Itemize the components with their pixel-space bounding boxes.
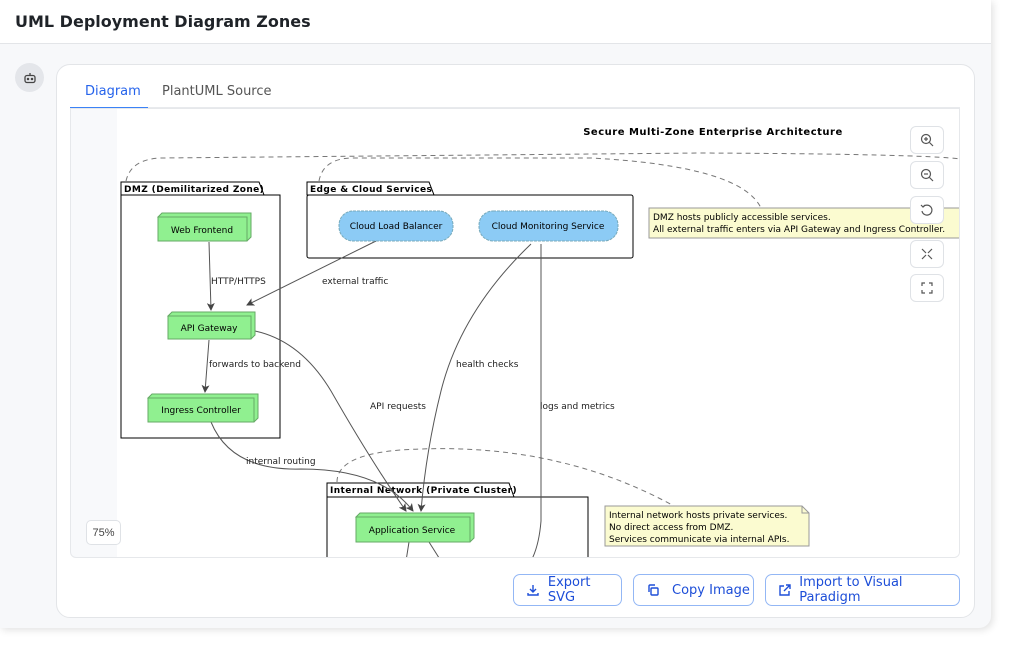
edge-label: logs and metrics (540, 402, 615, 412)
cloud-load-balancer[interactable]: Cloud Load Balancer (338, 210, 454, 242)
edge-label: HTTP/HTTPS (211, 277, 266, 287)
note-line: No direct access from DMZ. (609, 523, 733, 533)
note-dmz[interactable]: DMZ hosts publicly accessible services. … (648, 207, 960, 239)
fit-to-screen-button[interactable] (910, 240, 944, 268)
node-application-service[interactable]: Application Service (355, 512, 475, 543)
fullscreen-icon (921, 282, 933, 294)
diagram-title: Secure Multi-Zone Enterprise Architectur… (583, 127, 843, 138)
zoom-out-icon (920, 168, 934, 182)
zoom-out-button[interactable] (910, 161, 944, 189)
edge-label: API requests (370, 402, 426, 412)
tab-diagram[interactable]: Diagram (85, 84, 141, 99)
edge-label: health checks (456, 360, 519, 370)
cloud-monitoring-service[interactable]: Cloud Monitoring Service (478, 210, 619, 242)
edge-label: forwards to backend (209, 360, 301, 370)
node-label: API Gateway (181, 324, 239, 334)
copy-icon (648, 584, 659, 596)
node-label: Ingress Controller (161, 406, 241, 416)
page-title: UML Deployment Diagram Zones (15, 12, 311, 31)
robot-icon (23, 72, 36, 83)
note-internal[interactable]: Internal network hosts private services.… (604, 505, 810, 547)
note-connectors (125, 152, 959, 507)
node-api-gateway[interactable]: API Gateway (167, 311, 256, 340)
fit-icon (921, 248, 933, 260)
package-label: DMZ (Demilitarized Zone) (124, 185, 264, 195)
download-icon (527, 585, 539, 596)
import-label: Import to Visual Paradigm (799, 575, 903, 605)
external-link-icon (779, 584, 791, 596)
note-line: Services communicate via internal APIs. (609, 535, 789, 545)
edge-label: internal routing (246, 457, 316, 467)
zoom-in-button[interactable] (910, 126, 944, 154)
zoom-level: 75% (86, 520, 121, 545)
fullscreen-button[interactable] (910, 274, 944, 302)
note-line: All external traffic enters via API Gate… (653, 225, 945, 235)
cloud-label: Cloud Load Balancer (350, 222, 443, 232)
tab-plantuml-source[interactable]: PlantUML Source (162, 84, 272, 99)
edge-labels: HTTP/HTTPS external traffic forwards to … (209, 277, 615, 467)
node-ingress-controller[interactable]: Ingress Controller (147, 393, 259, 423)
cloud-label: Cloud Monitoring Service (492, 222, 605, 232)
export-svg-label: Export SVG (547, 575, 591, 605)
package-label: Edge & Cloud Services (310, 185, 432, 195)
tab-bar: Diagram PlantUML Source (70, 80, 960, 109)
note-line: Internal network hosts private services. (609, 511, 787, 521)
import-visual-paradigm-button[interactable]: Import to Visual Paradigm (765, 574, 960, 606)
deployment-diagram: Secure Multi-Zone Enterprise Architectur… (117, 109, 960, 557)
bot-avatar (15, 63, 44, 92)
node-label: Application Service (369, 526, 456, 536)
edges (201, 240, 542, 557)
copy-image-button[interactable]: Copy Image (633, 574, 754, 606)
reset-icon (920, 204, 933, 216)
zoom-in-icon (920, 133, 934, 147)
diagram-viewport[interactable]: Secure Multi-Zone Enterprise Architectur… (70, 108, 960, 558)
copy-image-label: Copy Image (672, 582, 750, 598)
header: UML Deployment Diagram Zones (0, 0, 991, 44)
node-web-frontend[interactable]: Web Frontend (157, 212, 252, 242)
reset-zoom-button[interactable] (910, 196, 944, 224)
export-svg-button[interactable]: Export SVG (513, 574, 622, 606)
note-line: DMZ hosts publicly accessible services. (653, 213, 831, 223)
node-label: Web Frontend (171, 226, 233, 236)
edge-label: external traffic (322, 277, 388, 287)
